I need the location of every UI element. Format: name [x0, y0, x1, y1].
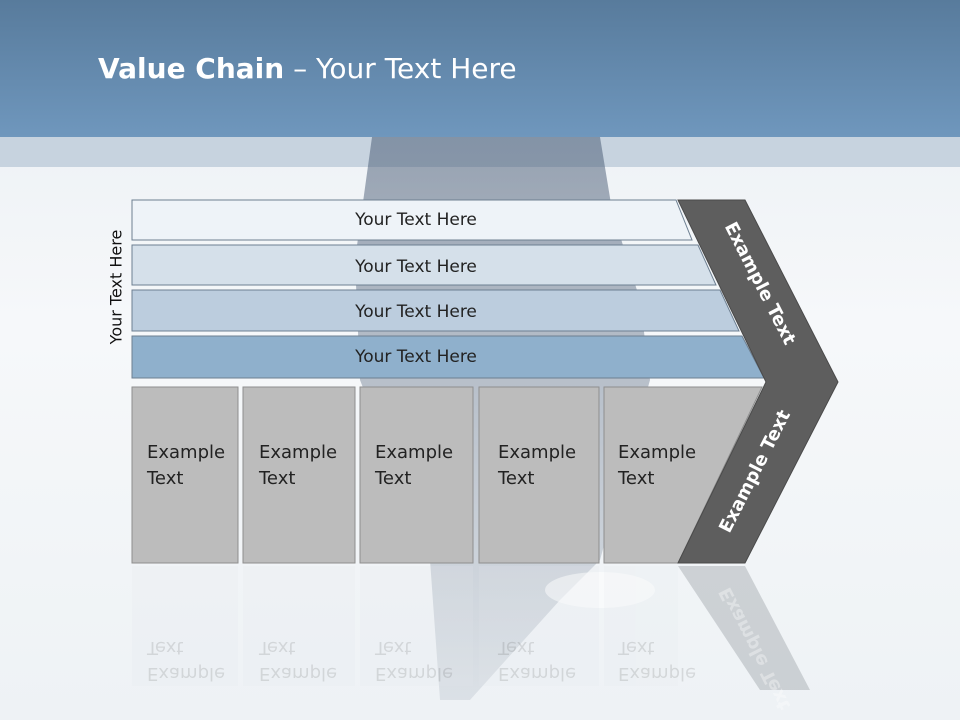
- row-1: [131, 199, 693, 241]
- chevron-reflection: [678, 566, 810, 690]
- row-3: [131, 289, 740, 332]
- cell-3-box: [359, 386, 474, 564]
- row-2: [131, 244, 717, 286]
- row-1-label: Your Text Here: [354, 210, 477, 230]
- cell-1-box: [131, 386, 239, 564]
- cell-4-box: [478, 386, 600, 564]
- row-2-label: Your Text Here: [354, 257, 477, 277]
- header-bar: [0, 0, 960, 137]
- cell-2-box: [242, 386, 356, 564]
- page-title: Value Chain – Your Text Here: [98, 52, 517, 85]
- cells-reflection: [132, 566, 678, 686]
- row-3-label: Your Text Here: [354, 302, 477, 322]
- row-4-label: Your Text Here: [354, 347, 477, 367]
- title-bold: Value Chain: [98, 52, 285, 85]
- chevron-shape: [677, 199, 839, 564]
- title-rest: – Your Text Here: [284, 52, 517, 85]
